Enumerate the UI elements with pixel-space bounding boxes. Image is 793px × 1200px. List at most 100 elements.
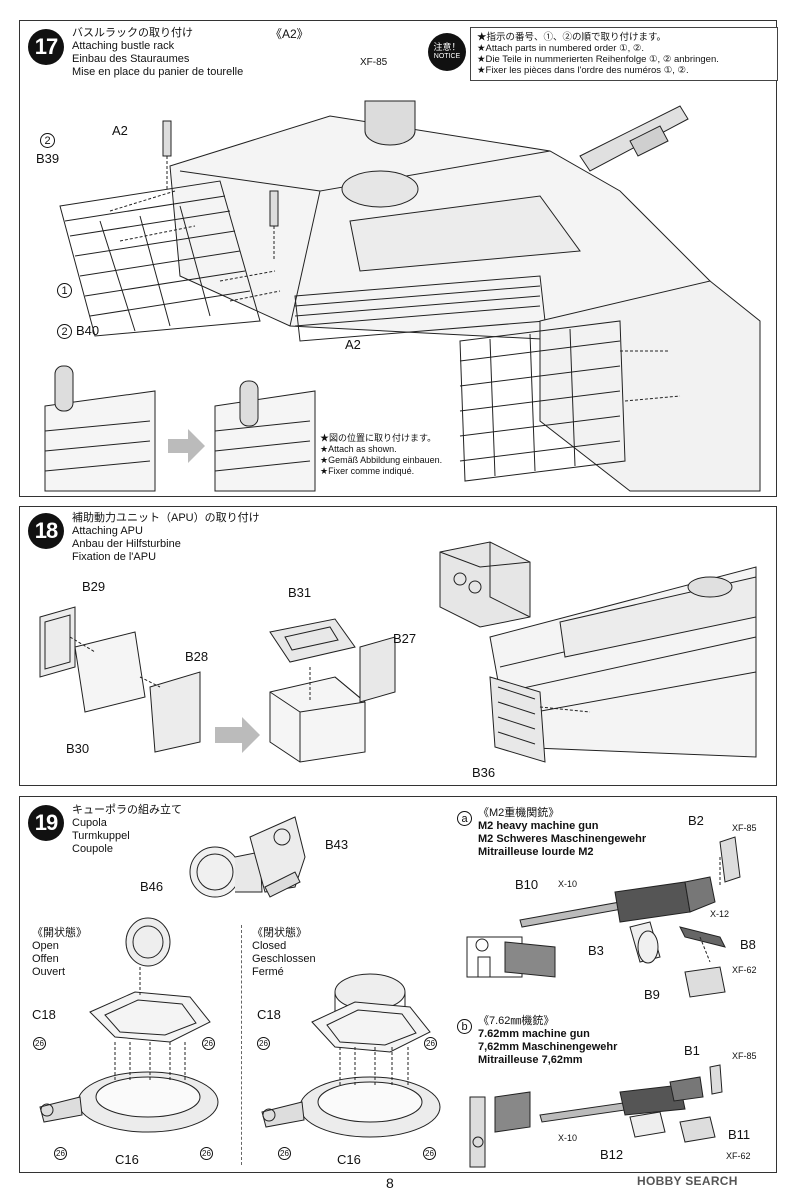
label-b40: B40: [76, 323, 100, 338]
part-ref-a2: 《A2》: [270, 27, 309, 41]
notice-badge-ja: 注意！: [433, 42, 461, 52]
title-en: Attaching APU: [72, 525, 143, 537]
order-number-1: 1: [57, 283, 72, 298]
sub-a-fr: Mitrailleuse lourde M2: [478, 846, 594, 858]
step-19-panel: 19 キューポラの組み立て Cupola Turmkuppel Coupole …: [19, 796, 777, 1173]
paint-xf85: XF-85: [732, 1051, 757, 1061]
open-ja: 《開状態》: [32, 927, 87, 939]
step-18-titles: 補助動力ユニット（APU）の取り付け Attaching APU Anbau d…: [72, 512, 260, 564]
order-number-2: 2: [57, 324, 72, 339]
label-c18-open: C18: [32, 1007, 56, 1022]
divider-open-closed: [241, 925, 242, 1165]
sub-b-fr: Mitrailleuse 7,62mm: [478, 1054, 583, 1066]
watermark-logo: HOBBY SEARCH: [637, 1174, 738, 1188]
page-number: 8: [386, 1175, 394, 1191]
step-17-illustration: [44, 100, 761, 492]
label-b11: B11: [728, 1127, 751, 1142]
sub-a-de: M2 Schweres Maschinengewehr: [478, 833, 647, 845]
title-fr: Fixation de l'APU: [72, 551, 157, 563]
note-line: ★Fixer comme indiqué.: [320, 466, 415, 476]
paint-ref-26: 26: [202, 1037, 215, 1050]
title-ja: キューポラの組み立て: [72, 804, 182, 816]
step-17-panel: 17 バスルラックの取り付け Attaching bustle rack Ein…: [19, 20, 778, 497]
title-de: Anbau der Hilfsturbine: [72, 538, 181, 550]
paint-ref-26: 26: [54, 1147, 67, 1160]
paint-ref-26: 26: [257, 1037, 270, 1050]
note-line: ★図の位置に取り付けます。: [320, 433, 437, 443]
paint-x10: X-10: [558, 1133, 578, 1143]
title-en: Attaching bustle rack: [72, 40, 175, 52]
step-number: 18: [28, 513, 64, 549]
step-19-illustration: [39, 816, 741, 1168]
label-b12: B12: [600, 1147, 624, 1162]
label-a2-bottom: A2: [345, 337, 361, 352]
label-b29: B29: [82, 579, 106, 594]
notice-badge-en: NOTICE: [433, 53, 461, 60]
label-b10: B10: [515, 877, 539, 892]
open-fr: Ouvert: [32, 966, 66, 978]
label-b27: B27: [393, 631, 417, 646]
notice-box: ★指示の番号、①、②の順で取り付けます。 ★Attach parts in nu…: [470, 27, 778, 81]
paint-code: XF-85: [360, 57, 388, 68]
paint-x10: X-10: [558, 879, 578, 889]
open-state-title: 《開状態》 Open Offen Ouvert: [32, 927, 87, 979]
paint-ref-26: 26: [200, 1147, 213, 1160]
closed-fr: Fermé: [252, 966, 284, 978]
paint-ref-26: 26: [424, 1037, 437, 1050]
label-c16-open: C16: [115, 1152, 139, 1167]
label-b31: B31: [288, 585, 312, 600]
label-b36: B36: [472, 765, 496, 780]
note-line: ★Attach as shown.: [320, 444, 397, 454]
label-b8: B8: [740, 937, 756, 952]
step-number: 19: [28, 805, 64, 841]
label-b43: B43: [325, 837, 349, 852]
title-ja: 補助動力ユニット（APU）の取り付け: [72, 512, 260, 524]
paint-ref-26: 26: [33, 1037, 46, 1050]
paint-xf62: XF-62: [732, 965, 757, 975]
step-19-titles: キューポラの組み立て Cupola Turmkuppel Coupole: [72, 804, 182, 856]
notice-badge: 注意！ NOTICE: [428, 33, 466, 71]
title-en: Cupola: [72, 817, 107, 829]
step-number: 17: [28, 29, 64, 65]
sub-b-ja: 《7.62㎜機銃》: [478, 1015, 555, 1027]
label-b3: B3: [588, 943, 604, 958]
attach-notes: ★図の位置に取り付けます。 ★Attach as shown. ★Gemäß A…: [320, 433, 442, 477]
closed-en: Closed: [252, 940, 287, 952]
order-number-2: 2: [40, 133, 55, 148]
title-fr: Coupole: [72, 843, 113, 855]
closed-ja: 《閉状態》: [252, 927, 307, 939]
sub-a-ja: 《M2重機関銃》: [478, 807, 560, 819]
label-b28: B28: [185, 649, 209, 664]
note-line: ★Gemäß Abbildung einbauen.: [320, 455, 443, 465]
open-en: Open: [32, 940, 59, 952]
open-de: Offen: [32, 953, 59, 965]
paint-xf85: XF-85: [732, 823, 757, 833]
paint-ref-26: 26: [423, 1147, 436, 1160]
label-c18-closed: C18: [257, 1007, 281, 1022]
sub-a-titles: 《M2重機関銃》 M2 heavy machine gun M2 Schwere…: [478, 807, 646, 859]
label-c16-closed: C16: [337, 1152, 361, 1167]
label-b46: B46: [140, 879, 164, 894]
paint-x12: X-12: [710, 909, 730, 919]
sub-step-a-marker: a: [457, 811, 472, 826]
title-fr: Mise en place du panier de tourelle: [72, 66, 244, 78]
title-ja: バスルラックの取り付け: [72, 27, 193, 39]
sub-step-b-marker: b: [457, 1019, 472, 1034]
notice-line: ★指示の番号、①、②の順で取り付けます。: [477, 32, 667, 43]
paint-ref-26: 26: [278, 1147, 291, 1160]
label-b30: B30: [66, 741, 90, 756]
sub-b-titles: 《7.62㎜機銃》 7.62mm machine gun 7,62mm Masc…: [478, 1015, 617, 1067]
notice-line: ★Fixer les pièces dans l'ordre des numér…: [477, 65, 689, 76]
sub-b-de: 7,62mm Maschinengewehr: [478, 1041, 618, 1053]
title-de: Turmkuppel: [72, 830, 130, 842]
paint-xf62: XF-62: [726, 1151, 751, 1161]
label-a2-top: A2: [112, 123, 128, 138]
closed-state-title: 《閉状態》 Closed Geschlossen Fermé: [252, 927, 316, 979]
step-18-illustration: [39, 541, 757, 763]
sub-a-en: M2 heavy machine gun: [478, 820, 599, 832]
closed-de: Geschlossen: [252, 953, 316, 965]
label-b39: B39: [36, 151, 60, 166]
notice-line: ★Attach parts in numbered order ①, ②.: [477, 43, 645, 54]
notice-line: ★Die Teile in nummerierten Reihenfolge ①…: [477, 54, 719, 65]
label-b1: B1: [684, 1043, 700, 1058]
